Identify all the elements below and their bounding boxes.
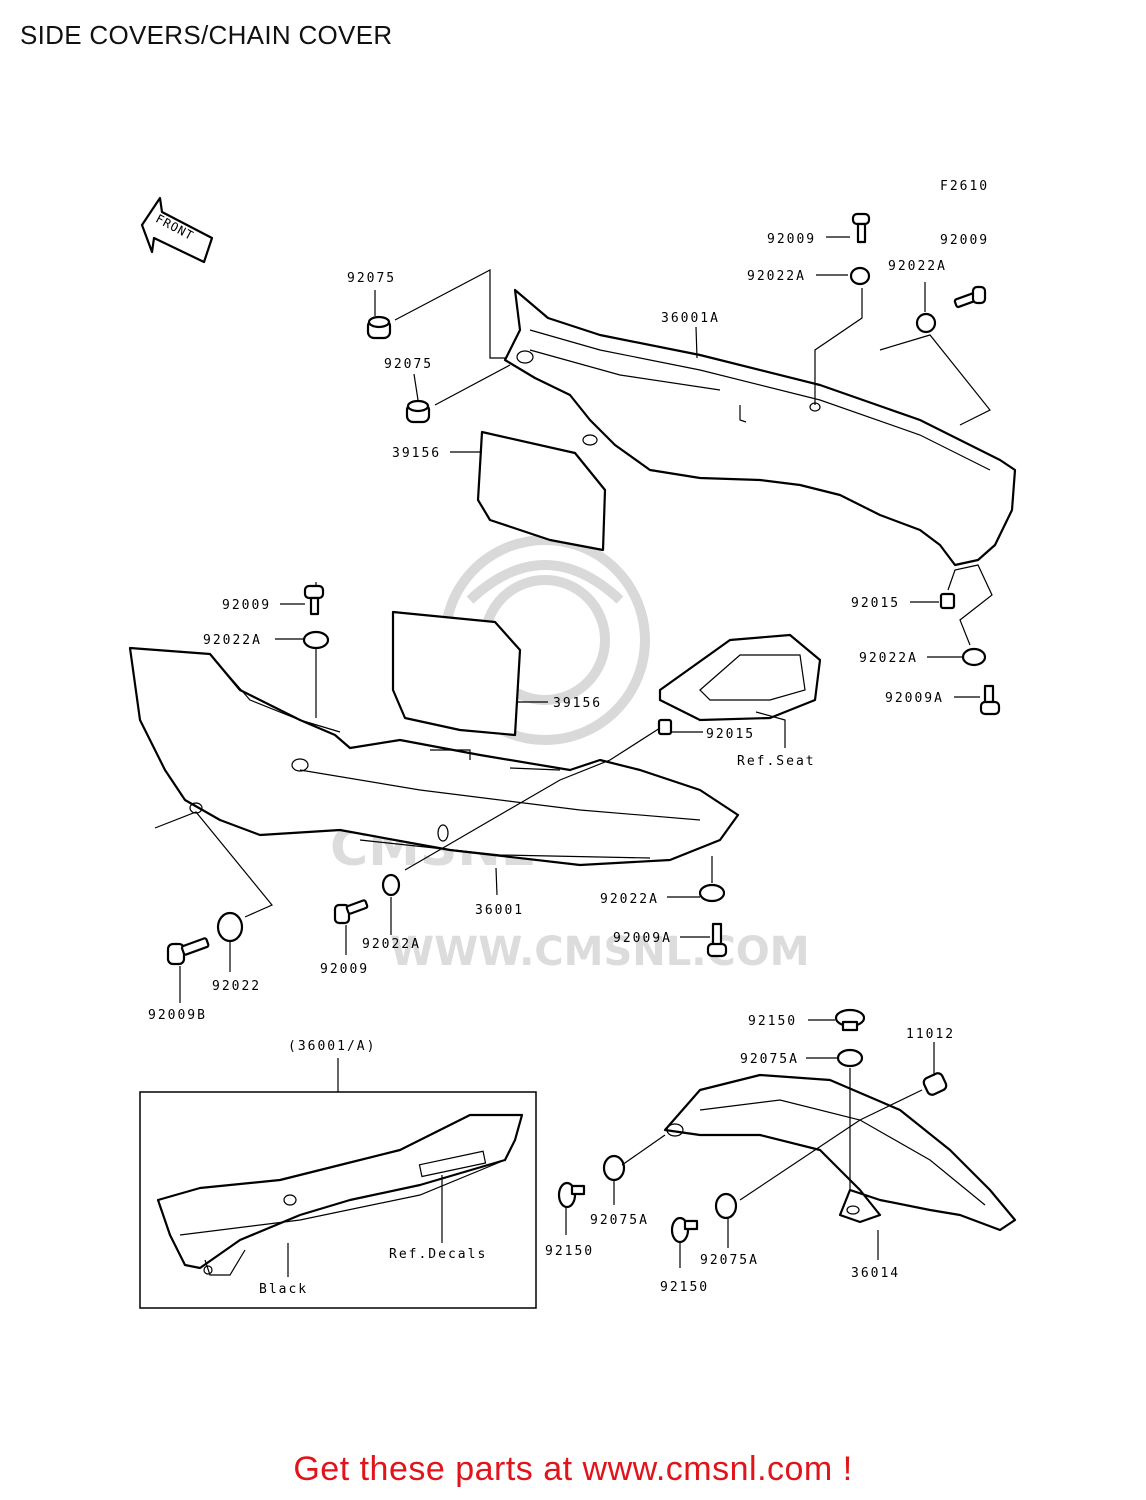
label-92022A-bot: 92022A — [600, 892, 659, 907]
bolt-92009-top2 — [953, 285, 987, 309]
label-11012: 11012 — [906, 1027, 955, 1042]
grommet-92075A-low — [714, 1192, 738, 1220]
watermark-text: WWW.CMSNL.COM — [390, 929, 810, 975]
label-36014: 36014 — [851, 1266, 900, 1281]
grommet-92075-b — [405, 399, 431, 424]
bolt-92009A-bot — [706, 922, 728, 958]
side-cover-36001 — [128, 646, 740, 867]
label-36001A: 36001A — [661, 311, 720, 326]
label-92075A-low: 92075A — [700, 1253, 759, 1268]
grommet-92075A-top — [836, 1048, 864, 1068]
figure-code: F2610 — [940, 179, 989, 194]
label-92009-center: 92009 — [320, 962, 369, 977]
washer-92022A-center — [381, 873, 401, 897]
bolt-92009-top1 — [851, 212, 871, 244]
label-92022A-right: 92022A — [859, 651, 918, 666]
label-92075A-left: 92075A — [590, 1213, 649, 1228]
label-ref-seat: Ref.Seat — [737, 754, 816, 769]
bolt-92150-top — [834, 1008, 866, 1032]
label-92022A-top1: 92022A — [747, 269, 806, 284]
label-39156-mid: 39156 — [553, 696, 602, 711]
label-92022A-center: 92022A — [362, 937, 421, 952]
label-92015-mid: 92015 — [706, 727, 755, 742]
washer-92022A-bot — [698, 883, 726, 903]
label-ref-decals: Ref.Decals — [389, 1247, 487, 1262]
side-cover-36001A — [503, 288, 1017, 567]
label-92009-top2: 92009 — [940, 233, 989, 248]
pad-39156-mid — [391, 610, 522, 737]
clip-92015-right — [939, 592, 956, 610]
label-92009B: 92009B — [148, 1008, 207, 1023]
label-92009-left: 92009 — [222, 598, 271, 613]
bolt-92009-center — [333, 899, 369, 925]
footer-link[interactable]: Get these parts at www.cmsnl.com ! — [293, 1450, 853, 1488]
bolt-92150-left — [557, 1181, 586, 1209]
bolt-92009-left — [303, 584, 325, 616]
bolt-92009A-right — [979, 684, 1001, 716]
leader-lines — [154, 236, 993, 1277]
label-92022A-left: 92022A — [203, 633, 262, 648]
label-92150-left: 92150 — [545, 1244, 594, 1259]
inset-title: (36001/A) — [288, 1039, 376, 1054]
label-92150-top: 92150 — [748, 1014, 797, 1029]
washer-92022A-left — [302, 630, 330, 650]
label-92009A-right: 92009A — [885, 691, 944, 706]
label-92022A-top2: 92022A — [888, 259, 947, 274]
washer-92022-low — [216, 911, 244, 943]
label-36001: 36001 — [475, 903, 524, 918]
label-92009A-bot: 92009A — [613, 931, 672, 946]
seat-bracket-ref — [658, 633, 822, 722]
bolt-92150-low — [670, 1216, 699, 1244]
washer-92022A-top1 — [849, 266, 871, 286]
washer-92022A-right — [961, 647, 987, 667]
front-arrow-icon: FRONT — [140, 196, 214, 264]
inset-box — [139, 1091, 537, 1309]
label-black: Black — [259, 1282, 308, 1297]
label-92075A-top: 92075A — [740, 1052, 799, 1067]
label-92075-b: 92075 — [384, 357, 433, 372]
page-title: SIDE COVERS/CHAIN COVER — [20, 20, 393, 50]
grommet-92075A-left — [602, 1154, 626, 1182]
bolt-92009B — [166, 937, 210, 966]
label-92150-low: 92150 — [660, 1280, 709, 1295]
collar-11012 — [922, 1072, 948, 1096]
label-39156-top: 39156 — [392, 446, 441, 461]
label-92015-right: 92015 — [851, 596, 900, 611]
grommet-92075-a — [366, 315, 392, 340]
pad-39156-top — [476, 430, 607, 552]
label-92075-a: 92075 — [347, 271, 396, 286]
clip-92015-mid — [657, 718, 673, 736]
washer-92022A-top2 — [915, 312, 937, 334]
label-92009-top1: 92009 — [767, 232, 816, 247]
parts-diagram: CMSNL WWW.CMSNL.COM FRONT F2610 — [128, 179, 1017, 1309]
label-92022-low: 92022 — [212, 979, 261, 994]
